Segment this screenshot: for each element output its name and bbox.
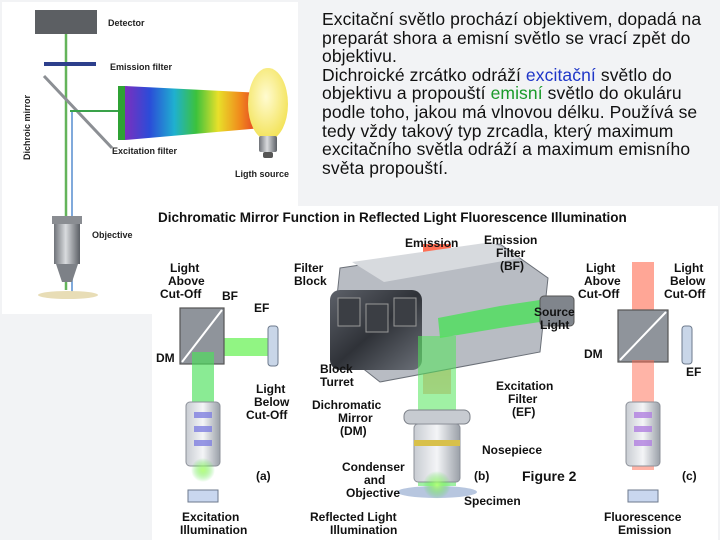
c-light-above-1: Light — [586, 261, 615, 275]
panel-b-cube-1 — [338, 298, 360, 326]
c-light-above-2: Above — [584, 274, 621, 288]
b-emission: Emission — [405, 236, 458, 250]
c-light-above-3: Cut-Off — [578, 287, 620, 301]
objective-body — [54, 224, 80, 264]
a-bf: BF — [222, 289, 238, 303]
figure-panels: Light Above Cut-Off BF EF DM Light Below… — [152, 228, 718, 540]
c-light-below-3: Cut-Off — [664, 287, 706, 301]
a-light-below-2: Below — [254, 395, 290, 409]
detector-block — [35, 10, 97, 34]
b-condenser-1: Condenser — [342, 460, 405, 474]
c-ef: EF — [686, 365, 701, 379]
specimen-spot — [38, 291, 98, 299]
objective-top — [52, 216, 82, 224]
b-source-light-1: Source — [534, 305, 575, 319]
b-emission-filter-1: Emission — [484, 233, 537, 247]
panel-a-lens-3 — [194, 440, 212, 446]
panel-a-glow — [191, 458, 215, 482]
b-filter-block-2: Block — [294, 274, 327, 288]
b-dichromatic-mirror-3: (DM) — [340, 424, 367, 438]
b-source-light-2: Light — [540, 318, 569, 332]
label-detector: Detector — [108, 18, 145, 28]
bulb-glass — [248, 68, 288, 140]
figure-title: Dichromatic Mirror Function in Reflected… — [158, 210, 627, 225]
a-light-above-1: Light — [170, 261, 199, 275]
label-light-source: Ligth source — [235, 169, 289, 179]
excitation-filter-bar — [118, 86, 125, 140]
c-caption-1: Fluorescence — [604, 510, 682, 524]
a-light-above-2: Above — [168, 274, 205, 288]
panel-a-lens-2 — [194, 426, 212, 432]
panel-c-specimen — [628, 490, 658, 502]
panel-b-cube-2 — [366, 304, 388, 332]
a-caption-2: Illumination — [180, 523, 247, 537]
a-caption-1: Excitation — [182, 510, 239, 524]
a-ef: EF — [254, 301, 269, 315]
b-excitation-filter-1: Excitation — [496, 379, 553, 393]
c-caption-2: Emission — [618, 523, 671, 537]
c-light-below-2: Below — [670, 274, 706, 288]
a-light-below-1: Light — [256, 382, 285, 396]
b-block-turret-1: Block — [320, 362, 353, 376]
b-emission-filter-2: Filter — [496, 246, 526, 260]
a-light-below-3: Cut-Off — [246, 408, 288, 422]
b-excitation-filter-2: Filter — [508, 392, 538, 406]
label-dichroic-mirror: Dichroic mirror — [22, 94, 32, 160]
b-dichromatic-mirror-1: Dichromatic — [312, 398, 382, 412]
label-objective: Objective — [92, 230, 133, 240]
panel-c-lens-3 — [634, 440, 652, 446]
a-panel-label: (a) — [256, 469, 271, 483]
panel-b-glow — [423, 471, 451, 499]
panel-a-ef-disk — [268, 326, 278, 366]
b-caption-2: Illumination — [330, 523, 397, 537]
label-excitation-filter: Excitation filter — [112, 146, 178, 156]
paragraph-2: Dichroické zrcátko odráží excitační svět… — [322, 66, 714, 178]
panel-b-obj-band — [414, 440, 460, 446]
panel-b-cube-3 — [394, 298, 416, 326]
bulb-tip — [263, 152, 273, 158]
paragraph-2-a: Dichroické zrcátko odráží — [322, 65, 526, 85]
description-text: Excitační světlo prochází objektivem, do… — [322, 10, 714, 177]
word-emission: emisní — [491, 83, 543, 103]
panel-a-objective — [186, 402, 220, 466]
b-panel-label: (b) — [474, 469, 489, 483]
paragraph-1: Excitační světlo prochází objektivem, do… — [322, 10, 714, 66]
panel-a-specimen — [188, 490, 218, 502]
label-emission-filter: Emission filter — [110, 62, 173, 72]
bulb-base — [259, 136, 277, 152]
b-condenser-2: and — [364, 473, 385, 487]
b-caption-1: Reflected Light — [310, 510, 397, 524]
c-light-below-1: Light — [674, 261, 703, 275]
panel-a-beam-horizontal — [220, 338, 270, 356]
panel-c-lens-1 — [634, 412, 652, 418]
panel-a-lens-1 — [194, 412, 212, 418]
c-panel-label: (c) — [682, 469, 697, 483]
b-filter-block-1: Filter — [294, 261, 324, 275]
b-block-turret-2: Turret — [320, 375, 354, 389]
b-specimen: Specimen — [464, 494, 521, 508]
panel-c-ef — [682, 326, 692, 364]
b-emission-filter-3: (BF) — [500, 259, 524, 273]
word-excitation: excitační — [526, 65, 596, 85]
b-condenser-3: Objective — [346, 486, 400, 500]
c-dm: DM — [584, 347, 603, 361]
a-light-above-3: Cut-Off — [160, 287, 202, 301]
b-figure-label: Figure 2 — [522, 468, 577, 484]
panel-c-objective — [626, 402, 660, 466]
panel-c-lens-2 — [634, 426, 652, 432]
b-nosepiece: Nosepiece — [482, 443, 542, 457]
panel-b-nosepiece — [404, 410, 470, 424]
a-dm: DM — [156, 351, 175, 365]
b-excitation-filter-3: (EF) — [512, 405, 535, 419]
b-dichromatic-mirror-2: Mirror — [338, 411, 373, 425]
